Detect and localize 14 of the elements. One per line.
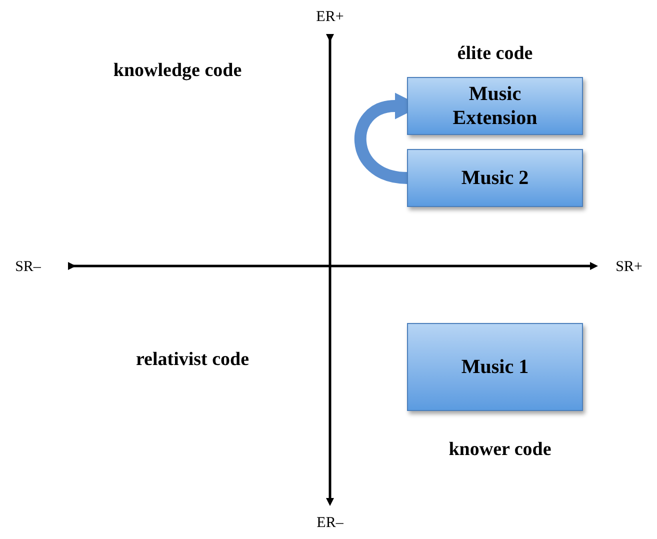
course-box bbox=[407, 149, 583, 207]
course-box bbox=[407, 77, 583, 135]
box-text: Music 1 bbox=[461, 355, 529, 379]
quadrant-label: relativist code bbox=[134, 348, 250, 372]
axis-label: SR– bbox=[14, 258, 42, 277]
quadrant-label: élite code bbox=[456, 42, 534, 66]
course-box bbox=[407, 323, 583, 411]
box-text: Music Extension bbox=[452, 82, 538, 130]
quadrant-label: knower code bbox=[448, 438, 552, 462]
axis-label: ER– bbox=[316, 514, 344, 533]
quadrant-label: knowledge code bbox=[112, 59, 243, 83]
axis-label: ER+ bbox=[315, 8, 345, 27]
axis-label: SR+ bbox=[614, 258, 644, 277]
box-text: Music 2 bbox=[461, 166, 529, 190]
